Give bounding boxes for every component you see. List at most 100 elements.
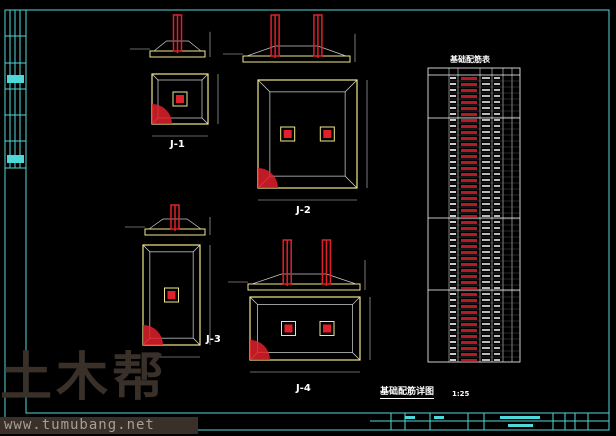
cell-mark: [482, 203, 490, 205]
cell-mark: [482, 323, 490, 325]
cell-mark: [482, 227, 490, 229]
slope-line: [201, 73, 209, 81]
column-outline: [319, 321, 335, 336]
rebar-shape: [461, 83, 477, 86]
cell-mark: [494, 197, 500, 199]
cell-mark: [482, 341, 490, 343]
cell-mark: [450, 245, 456, 247]
rebar-shape: [461, 173, 477, 176]
cell-mark: [450, 215, 456, 217]
cell-mark: [482, 209, 490, 211]
cell-mark: [450, 317, 456, 319]
cell-mark: [494, 113, 500, 115]
rebar-shape: [461, 269, 477, 272]
watermark-url: www.tumubang.net: [0, 417, 198, 434]
cell-mark: [482, 125, 490, 127]
slope-line: [192, 337, 201, 346]
cell-mark: [450, 179, 456, 181]
cell-mark: [450, 323, 456, 325]
rebar-shape: [461, 113, 477, 116]
footing-top-outline: [269, 91, 346, 177]
cell-mark: [494, 167, 500, 169]
rebar-shape: [461, 359, 477, 362]
cell-mark: [494, 125, 500, 127]
inner-frame: [25, 9, 610, 414]
slope-line: [192, 244, 201, 253]
column-section: [323, 130, 332, 138]
cell-mark: [482, 299, 490, 301]
rebar-detail-hatch: [250, 340, 270, 360]
cell-mark: [450, 89, 456, 91]
cell-mark: [482, 167, 490, 169]
cell-mark: [482, 83, 490, 85]
cell-mark: [494, 215, 500, 217]
cell-mark: [450, 101, 456, 103]
cell-mark: [482, 281, 490, 283]
footing-top-outline: [157, 79, 203, 119]
footing-j1: [130, 14, 219, 137]
cell-mark: [482, 113, 490, 115]
cell-mark: [450, 299, 456, 301]
cell-mark: [482, 305, 490, 307]
rebar-shape: [461, 335, 477, 338]
cell-mark: [494, 89, 500, 91]
cell-mark: [450, 149, 456, 151]
cell-mark: [482, 275, 490, 277]
rebar-shape: [461, 107, 477, 110]
cell-mark: [482, 173, 490, 175]
rebar-shape: [461, 251, 477, 254]
rebar-shape: [461, 293, 477, 296]
cell-mark: [482, 245, 490, 247]
rebar-shape: [461, 161, 477, 164]
cell-mark: [494, 227, 500, 229]
slope-line: [352, 296, 361, 305]
footing-base: [242, 55, 351, 63]
cell-mark: [494, 263, 500, 265]
footing-j3: [125, 204, 211, 358]
rebar-shape: [461, 77, 477, 80]
cell-mark: [482, 347, 490, 349]
footing-label-j1: J-1: [170, 139, 185, 150]
rebar-shape: [461, 281, 477, 284]
cell-mark: [494, 293, 500, 295]
cell-mark: [450, 239, 456, 241]
cell-mark: [482, 149, 490, 151]
footing-plan: [257, 79, 358, 189]
cell-mark: [494, 209, 500, 211]
cell-mark: [494, 179, 500, 181]
cell-mark: [450, 137, 456, 139]
rebar-shape: [461, 353, 477, 356]
slope-line: [257, 79, 271, 93]
cell-mark: [450, 125, 456, 127]
cell-mark: [450, 305, 456, 307]
footing-slope: [251, 273, 357, 285]
cell-mark: [482, 95, 490, 97]
cell-mark: [482, 143, 490, 145]
cell-mark: [494, 299, 500, 301]
cell-mark: [482, 191, 490, 193]
rebar-shape: [461, 149, 477, 152]
column-outline: [172, 91, 188, 107]
footing-top-outline: [149, 251, 194, 339]
rebar-shape: [461, 137, 477, 140]
table-title: 基础配筋表: [450, 55, 490, 64]
rebar-shape: [461, 119, 477, 122]
rebar-shape: [461, 167, 477, 170]
cell-mark: [450, 287, 456, 289]
cell-mark: [494, 95, 500, 97]
column-outline: [319, 126, 335, 142]
cell-mark: [482, 101, 490, 103]
cell-mark: [450, 191, 456, 193]
rebar-shape: [461, 329, 477, 332]
cell-mark: [450, 275, 456, 277]
rebar-shape: [461, 89, 477, 92]
cell-mark: [450, 95, 456, 97]
cell-mark: [494, 77, 500, 79]
cell-mark: [494, 83, 500, 85]
cell-mark: [450, 341, 456, 343]
cell-mark: [450, 281, 456, 283]
rebar-schedule-table: [427, 67, 521, 363]
cell-mark: [450, 257, 456, 259]
watermark-logo: 土木帮: [0, 348, 169, 408]
cell-mark: [494, 329, 500, 331]
